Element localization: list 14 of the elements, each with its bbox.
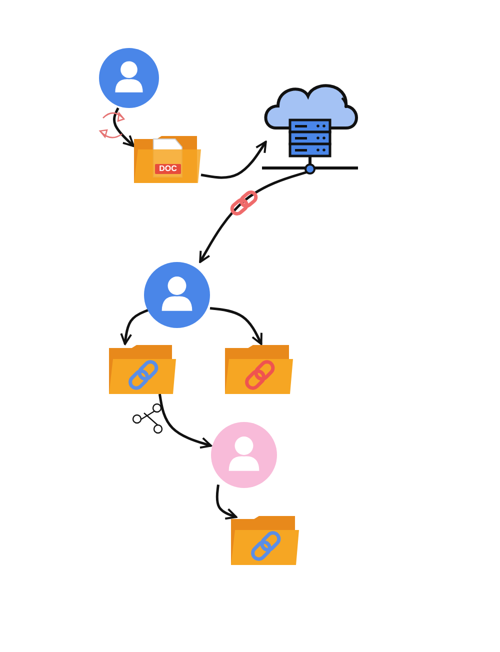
arrow [216,484,238,520]
arrow [210,306,262,345]
document-folder-icon [133,135,201,183]
arrow [158,394,212,449]
arrow [120,309,148,345]
user-avatar [99,48,159,108]
folder-icon [224,344,293,394]
user-avatar [144,262,210,328]
folder-icon [230,515,299,565]
folder-icon [108,344,176,394]
file-type-label: DOC [155,164,181,174]
user-avatar [211,422,277,488]
arrow [200,140,267,179]
arrow [113,107,135,148]
